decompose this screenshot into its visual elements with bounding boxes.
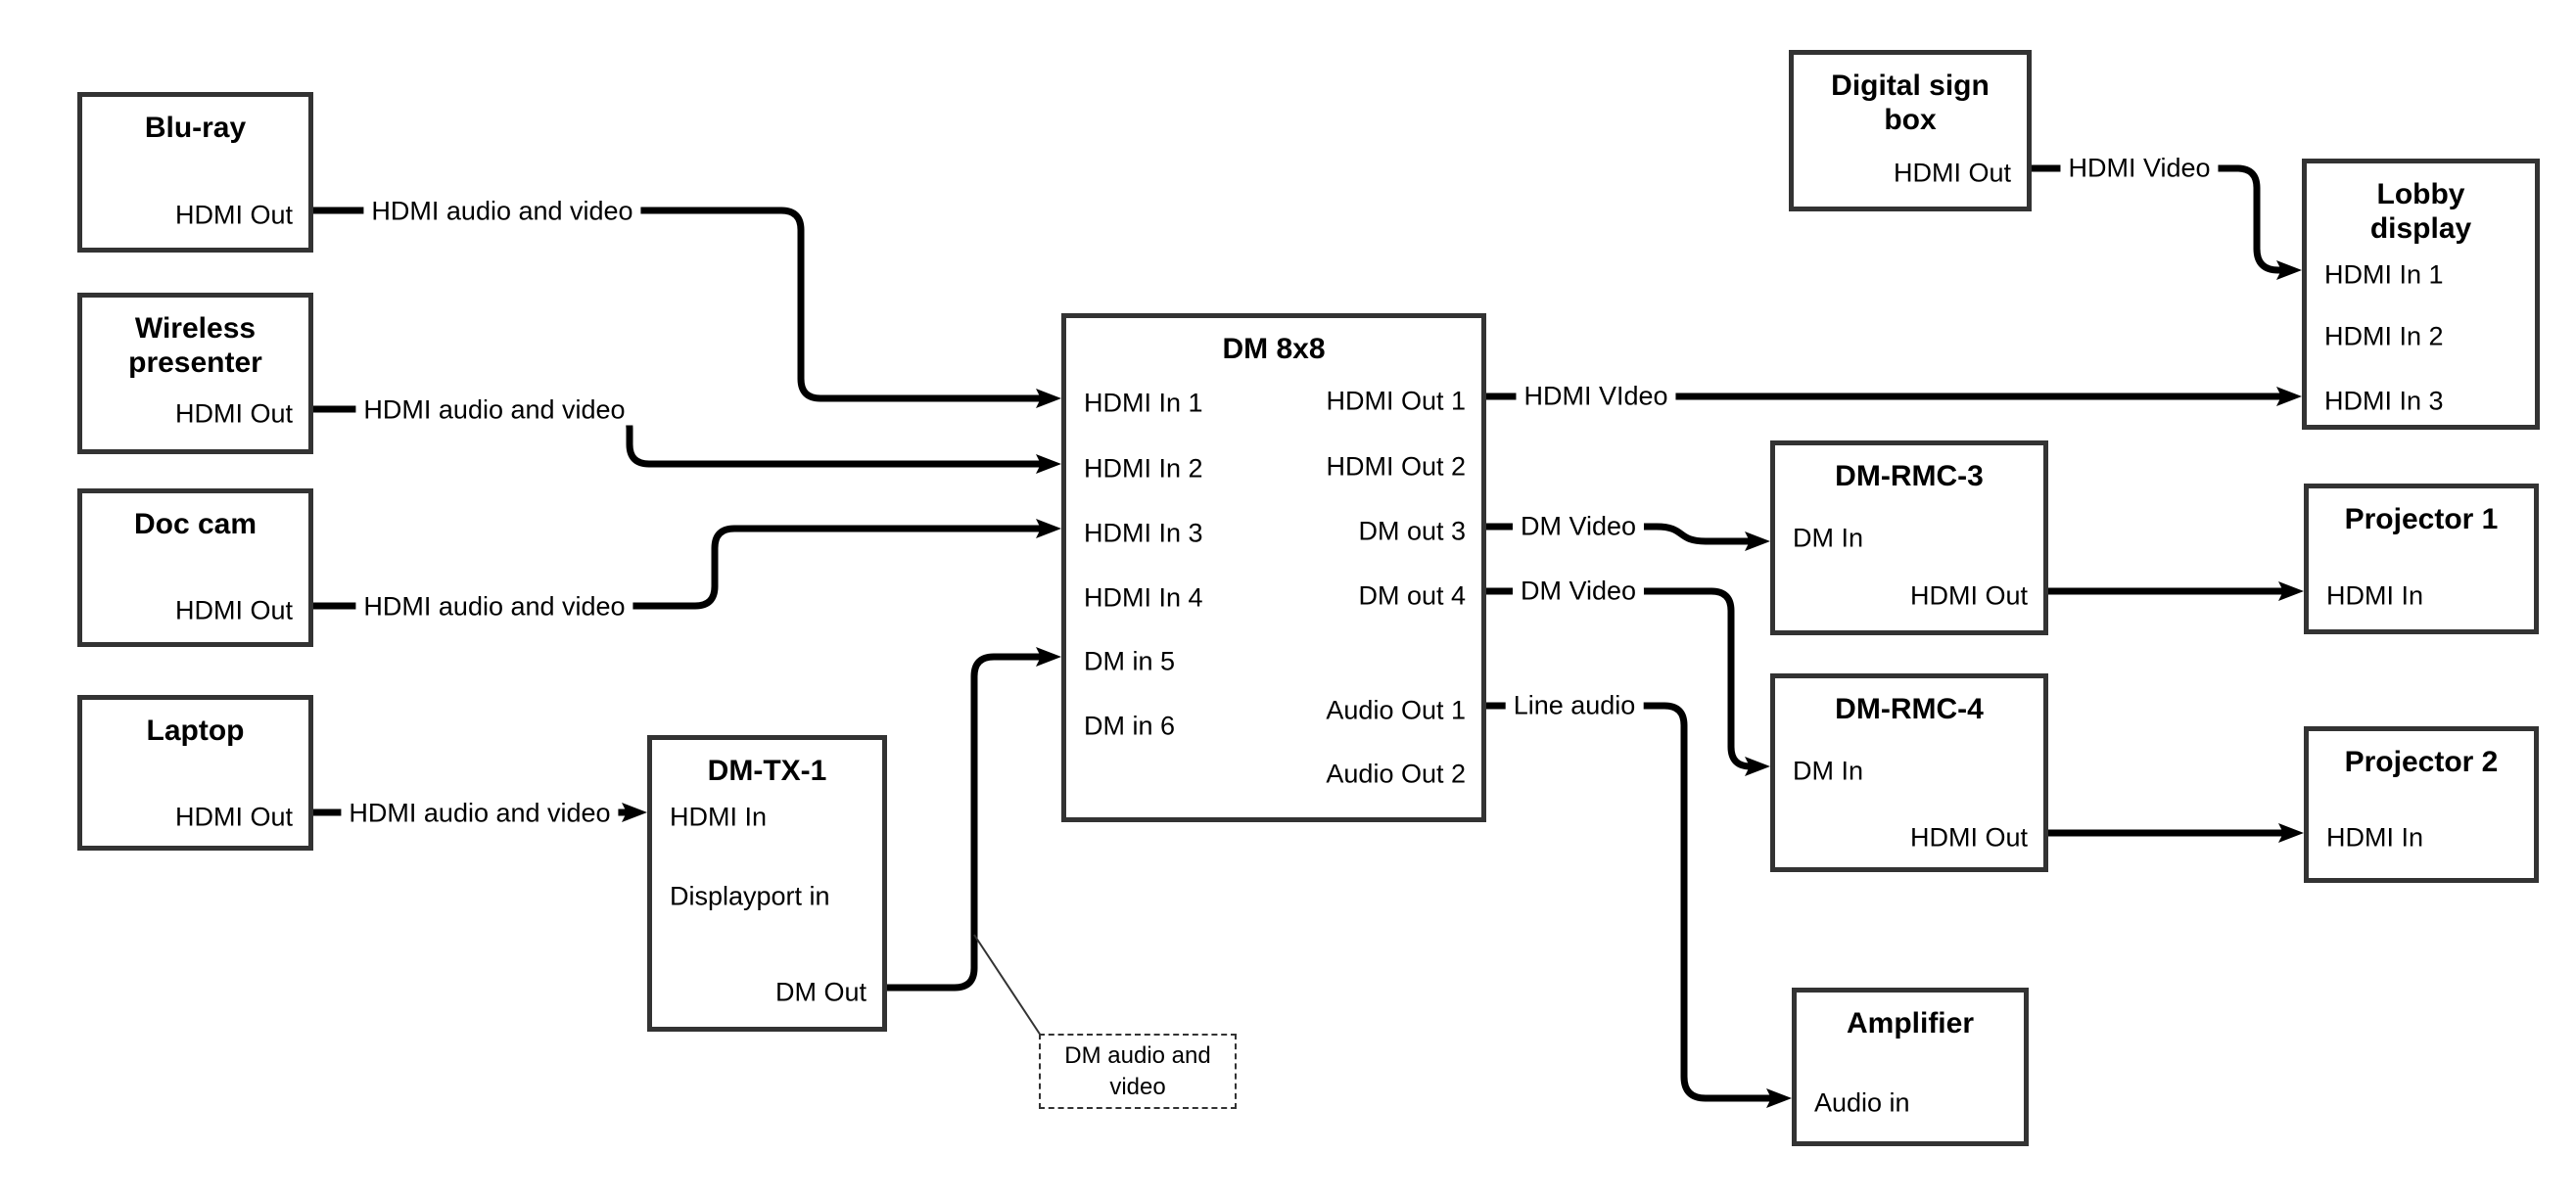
wire-dm-out-4-to-rmc4	[1482, 587, 1755, 770]
arrowhead	[2278, 823, 2304, 843]
node-title: Amplifier	[1846, 1007, 1975, 1039]
port-dm-out: DM Out	[774, 977, 866, 1007]
node-projector-1: Projector 1 HDMI In	[2304, 484, 2539, 634]
arrowhead	[2276, 387, 2302, 406]
annotation-callout-line	[973, 934, 1042, 1037]
port-hdmi-out: HDMI Out	[174, 200, 293, 230]
node-doc-cam: Doc cam HDMI Out	[77, 488, 313, 647]
node-title: DM-RMC-3	[1835, 460, 1984, 492]
port-hdmi-in-3: HDMI In 3	[1084, 518, 1203, 548]
node-lobby-display: Lobby display HDMI In 1 HDMI In 2 HDMI I…	[2302, 159, 2540, 430]
node-laptop: Laptop HDMI Out	[77, 695, 313, 851]
node-projector-2: Projector 2 HDMI In	[2304, 726, 2539, 883]
wire-doccam-to-hdmi-in-3	[309, 525, 1044, 610]
node-title: Projector 1	[2344, 503, 2499, 535]
wire-dm-out-3-to-rmc3	[1482, 523, 1753, 545]
node-title: Lobby display	[2369, 178, 2472, 246]
port-dm-in-6: DM in 6	[1084, 711, 1176, 741]
port-hdmi-in-2: HDMI In 2	[2324, 321, 2444, 351]
port-dm-in: DM In	[1793, 756, 1864, 786]
node-title: DM 8x8	[1222, 333, 1326, 365]
port-hdmi-out: HDMI Out	[174, 595, 293, 625]
port-hdmi-in-3: HDMI In 3	[2324, 386, 2444, 416]
wire-label-digital-sign: HDMI Video	[2060, 153, 2219, 184]
node-title: Blu-ray	[144, 112, 247, 144]
port-dm-in: DM In	[1793, 523, 1864, 553]
wire-label-bluray: HDMI audio and video	[363, 196, 641, 227]
port-dm-out-4: DM out 4	[1358, 580, 1466, 611]
node-dm-8x8: DM 8x8 HDMI In 1 HDMI In 2 HDMI In 3 HDM…	[1061, 313, 1486, 822]
wire-bluray-to-hdmi-in-1	[309, 207, 1044, 402]
node-dm-rmc-4: DM-RMC-4 DM In HDMI Out	[1770, 673, 2048, 872]
arrowhead	[1036, 389, 1061, 408]
port-hdmi-in-1: HDMI In 1	[2324, 259, 2444, 290]
wire-label-laptop: HDMI audio and video	[341, 798, 619, 829]
port-dm-out-3: DM out 3	[1358, 516, 1466, 546]
port-hdmi-in-4: HDMI In 4	[1084, 582, 1203, 613]
port-hdmi-in-1: HDMI In 1	[1084, 388, 1203, 418]
port-audio-out-1: Audio Out 1	[1326, 695, 1466, 725]
arrowhead	[1745, 531, 1770, 551]
port-hdmi-out: HDMI Out	[174, 802, 293, 832]
node-amplifier: Amplifier Audio in	[1792, 988, 2029, 1146]
port-audio-out-2: Audio Out 2	[1326, 759, 1466, 789]
node-title: Digital sign box	[1831, 69, 1990, 137]
node-dm-tx-1: DM-TX-1 HDMI In Displayport in DM Out	[647, 735, 887, 1032]
node-wireless-presenter: Wireless presenter HDMI Out	[77, 293, 313, 454]
node-title: Projector 2	[2344, 746, 2499, 778]
port-displayport-in: Displayport in	[670, 881, 830, 911]
annotation-text: DM audio and video	[1064, 1042, 1211, 1100]
port-hdmi-in: HDMI In	[670, 802, 768, 832]
wire-dmtx1-to-dm-in-5	[883, 653, 1044, 992]
node-title: Laptop	[146, 715, 245, 747]
wire-digital-sign-to-lobby	[2028, 164, 2284, 274]
port-audio-in: Audio in	[1814, 1087, 1910, 1118]
annotation-note: DM audio and video	[1039, 1034, 1237, 1109]
wire-label-doccam: HDMI audio and video	[355, 591, 633, 623]
port-hdmi-in: HDMI In	[2326, 822, 2424, 853]
arrowhead	[1036, 454, 1061, 474]
node-title: DM-RMC-4	[1835, 693, 1984, 725]
port-hdmi-out-2: HDMI Out 2	[1326, 451, 1466, 482]
arrowhead	[1036, 519, 1061, 538]
port-hdmi-out-1: HDMI Out 1	[1326, 386, 1466, 416]
arrowhead	[1766, 1088, 1792, 1108]
node-title: Wireless presenter	[128, 312, 262, 380]
arrowhead	[1036, 647, 1061, 667]
port-hdmi-out: HDMI Out	[1909, 580, 2028, 611]
port-hdmi-out: HDMI Out	[174, 398, 293, 429]
arrowhead	[2278, 581, 2304, 601]
wire-label-dm-video-4: DM Video	[1512, 576, 1645, 607]
node-title: DM-TX-1	[707, 755, 827, 787]
node-digital-sign-box: Digital sign box HDMI Out	[1789, 50, 2032, 211]
wire-label-line-audio: Line audio	[1505, 690, 1644, 721]
arrowhead	[1745, 757, 1770, 776]
arrowhead	[622, 803, 647, 822]
arrowhead	[2276, 260, 2302, 280]
wire-label-hdmi-video: HDMI VIdeo	[1516, 381, 1676, 412]
node-bluray: Blu-ray HDMI Out	[77, 92, 313, 253]
node-dm-rmc-3: DM-RMC-3 DM In HDMI Out	[1770, 440, 2048, 635]
wire-label-dm-video-3: DM Video	[1512, 511, 1645, 542]
wire-label-wireless: HDMI audio and video	[355, 394, 633, 426]
port-hdmi-out: HDMI Out	[1893, 158, 2011, 188]
port-hdmi-in-2: HDMI In 2	[1084, 453, 1203, 484]
port-hdmi-out: HDMI Out	[1909, 822, 2028, 853]
node-title: Doc cam	[133, 508, 258, 540]
port-dm-in-5: DM in 5	[1084, 646, 1176, 676]
wire-audio-out-1-to-amplifier	[1482, 702, 1774, 1102]
port-hdmi-in: HDMI In	[2326, 580, 2424, 611]
